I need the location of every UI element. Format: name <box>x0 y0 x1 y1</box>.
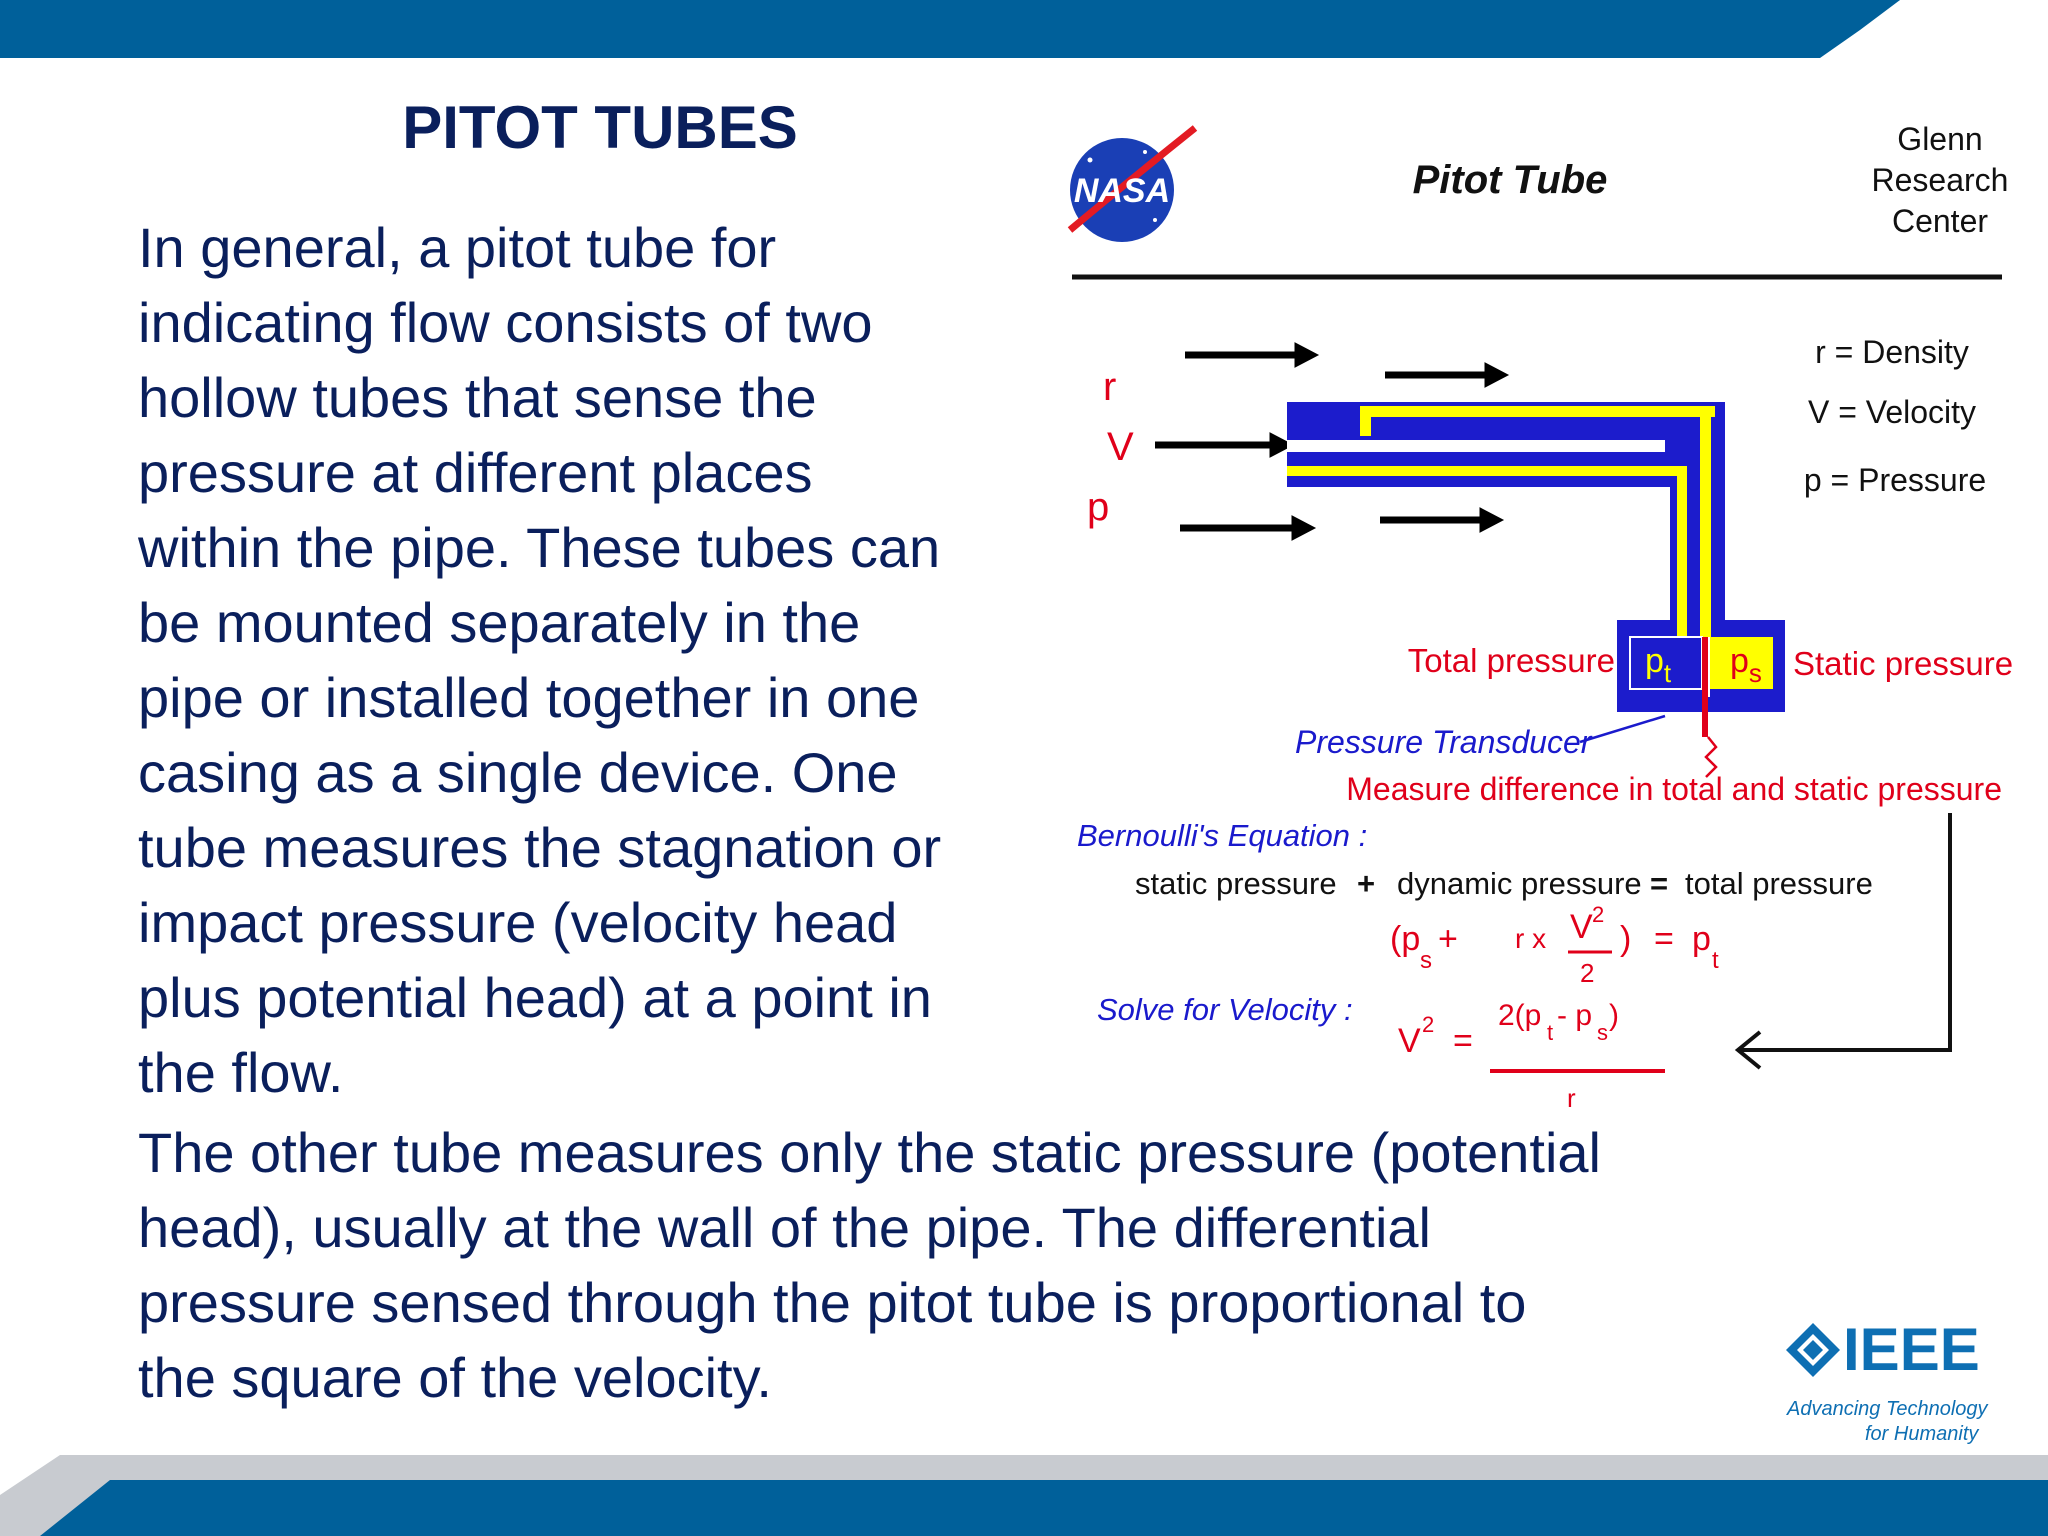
svg-text:r x: r x <box>1515 923 1546 954</box>
svg-text:2: 2 <box>1422 1012 1434 1037</box>
nasa-logo-text: NASA <box>1074 172 1170 210</box>
symbol-velocity: V <box>1107 425 1134 469</box>
text-line: plus potential head) at a point in <box>138 966 932 1029</box>
pitot-tube-assembly: pt ps <box>1287 402 1785 737</box>
text-line: the flow. <box>138 1041 344 1104</box>
svg-text:V: V <box>1398 1022 1421 1060</box>
org-line-2: Research <box>1872 162 2009 198</box>
text-line: casing as a single device. One <box>138 741 898 804</box>
top-banner <box>0 0 2048 58</box>
svg-text:r: r <box>1567 1083 1576 1113</box>
svg-text:2: 2 <box>1580 958 1594 988</box>
legend-density: r = Density <box>1815 334 1969 370</box>
eq-dynamic: dynamic pressure <box>1397 866 1642 901</box>
svg-text:s: s <box>1420 947 1432 974</box>
svg-text:t: t <box>1547 1020 1553 1045</box>
slide-title: PITOT TUBES <box>402 94 798 161</box>
text-line: impact pressure (velocity head <box>138 891 898 954</box>
solve-heading: Solve for Velocity : <box>1097 992 1353 1027</box>
text-line: pressure sensed through the pitot tube i… <box>138 1271 1527 1334</box>
transducer-pointer <box>1579 714 1666 744</box>
svg-text:- p: - p <box>1557 999 1592 1032</box>
measure-difference-label: Measure difference in total and static p… <box>1346 771 2002 807</box>
org-line-3: Center <box>1892 203 1988 239</box>
svg-text:2: 2 <box>1592 902 1604 927</box>
ieee-wordmark: IEEE <box>1843 1320 1980 1383</box>
eq-plus: + <box>1357 866 1375 901</box>
eq-total: total pressure <box>1685 866 1873 901</box>
symbol-rho: r <box>1103 365 1116 409</box>
text-line: pressure at different places <box>138 441 813 504</box>
ieee-tagline-2: for Humanity <box>1865 1423 1979 1445</box>
text-line: head), usually at the wall of the pipe. … <box>138 1196 1431 1259</box>
org-line-1: Glenn <box>1897 121 1982 157</box>
svg-text:=: = <box>1453 1022 1473 1060</box>
text-line: the square of the velocity. <box>138 1346 772 1409</box>
svg-text:s: s <box>1597 1020 1608 1045</box>
flow-arrows <box>1155 342 1510 541</box>
ieee-logo: IEEE Advancing Technology for Humanity <box>1786 1320 1989 1445</box>
text-line: tube measures the stagnation or <box>138 816 942 879</box>
svg-text:2(p: 2(p <box>1498 999 1541 1032</box>
text-line: In general, a pitot tube for <box>138 216 777 279</box>
svg-text:): ) <box>1620 920 1631 958</box>
text-line: hollow tubes that sense the <box>138 366 817 429</box>
svg-text:): ) <box>1609 999 1619 1032</box>
legend-velocity: V = Velocity <box>1808 394 1976 430</box>
symbol-pressure: p <box>1087 485 1109 529</box>
text-line: indicating flow consists of two <box>138 291 873 354</box>
text-line: pipe or installed together in one <box>138 666 920 729</box>
ieee-tagline-1: Advancing Technology <box>1786 1398 1989 1420</box>
diagram-title: Pitot Tube <box>1413 158 1608 202</box>
svg-text:p: p <box>1692 920 1711 958</box>
svg-text:t: t <box>1712 947 1719 974</box>
body-paragraph-2: The other tube measures only the static … <box>138 1115 1938 1415</box>
connector-arrow <box>1740 813 1952 1052</box>
bottom-banner <box>0 1455 2048 1536</box>
ps-symbol: ps <box>1730 642 1762 688</box>
text-line: within the pipe. These tubes can <box>138 516 941 579</box>
svg-text:=: = <box>1654 920 1674 958</box>
body-paragraph-1: In general, a pitot tube for indicating … <box>138 210 1058 1110</box>
text-line: The other tube measures only the static … <box>138 1121 1601 1184</box>
eq-equals: = <box>1650 866 1668 901</box>
svg-text:(p: (p <box>1390 920 1420 958</box>
pt-symbol: pt <box>1645 642 1672 688</box>
legend-pressure: p = Pressure <box>1804 462 1986 498</box>
transducer-label: Pressure Transducer <box>1295 724 1593 760</box>
nasa-logo: NASA <box>1067 125 1198 242</box>
bernoulli-heading: Bernoulli's Equation : <box>1077 818 1367 853</box>
eq-static: static pressure <box>1135 866 1337 901</box>
svg-text:+: + <box>1438 920 1458 958</box>
pitot-tube-diagram: NASA Pitot Tube Glenn Research Center r … <box>1067 121 2013 1113</box>
total-pressure-label: Total pressure <box>1408 642 1615 679</box>
svg-text:V: V <box>1570 908 1593 946</box>
static-pressure-label: Static pressure <box>1793 645 2013 682</box>
text-line: be mounted separately in the <box>138 591 861 654</box>
transducer-wire <box>1704 736 1718 778</box>
ieee-diamond-icon <box>1786 1323 1840 1377</box>
